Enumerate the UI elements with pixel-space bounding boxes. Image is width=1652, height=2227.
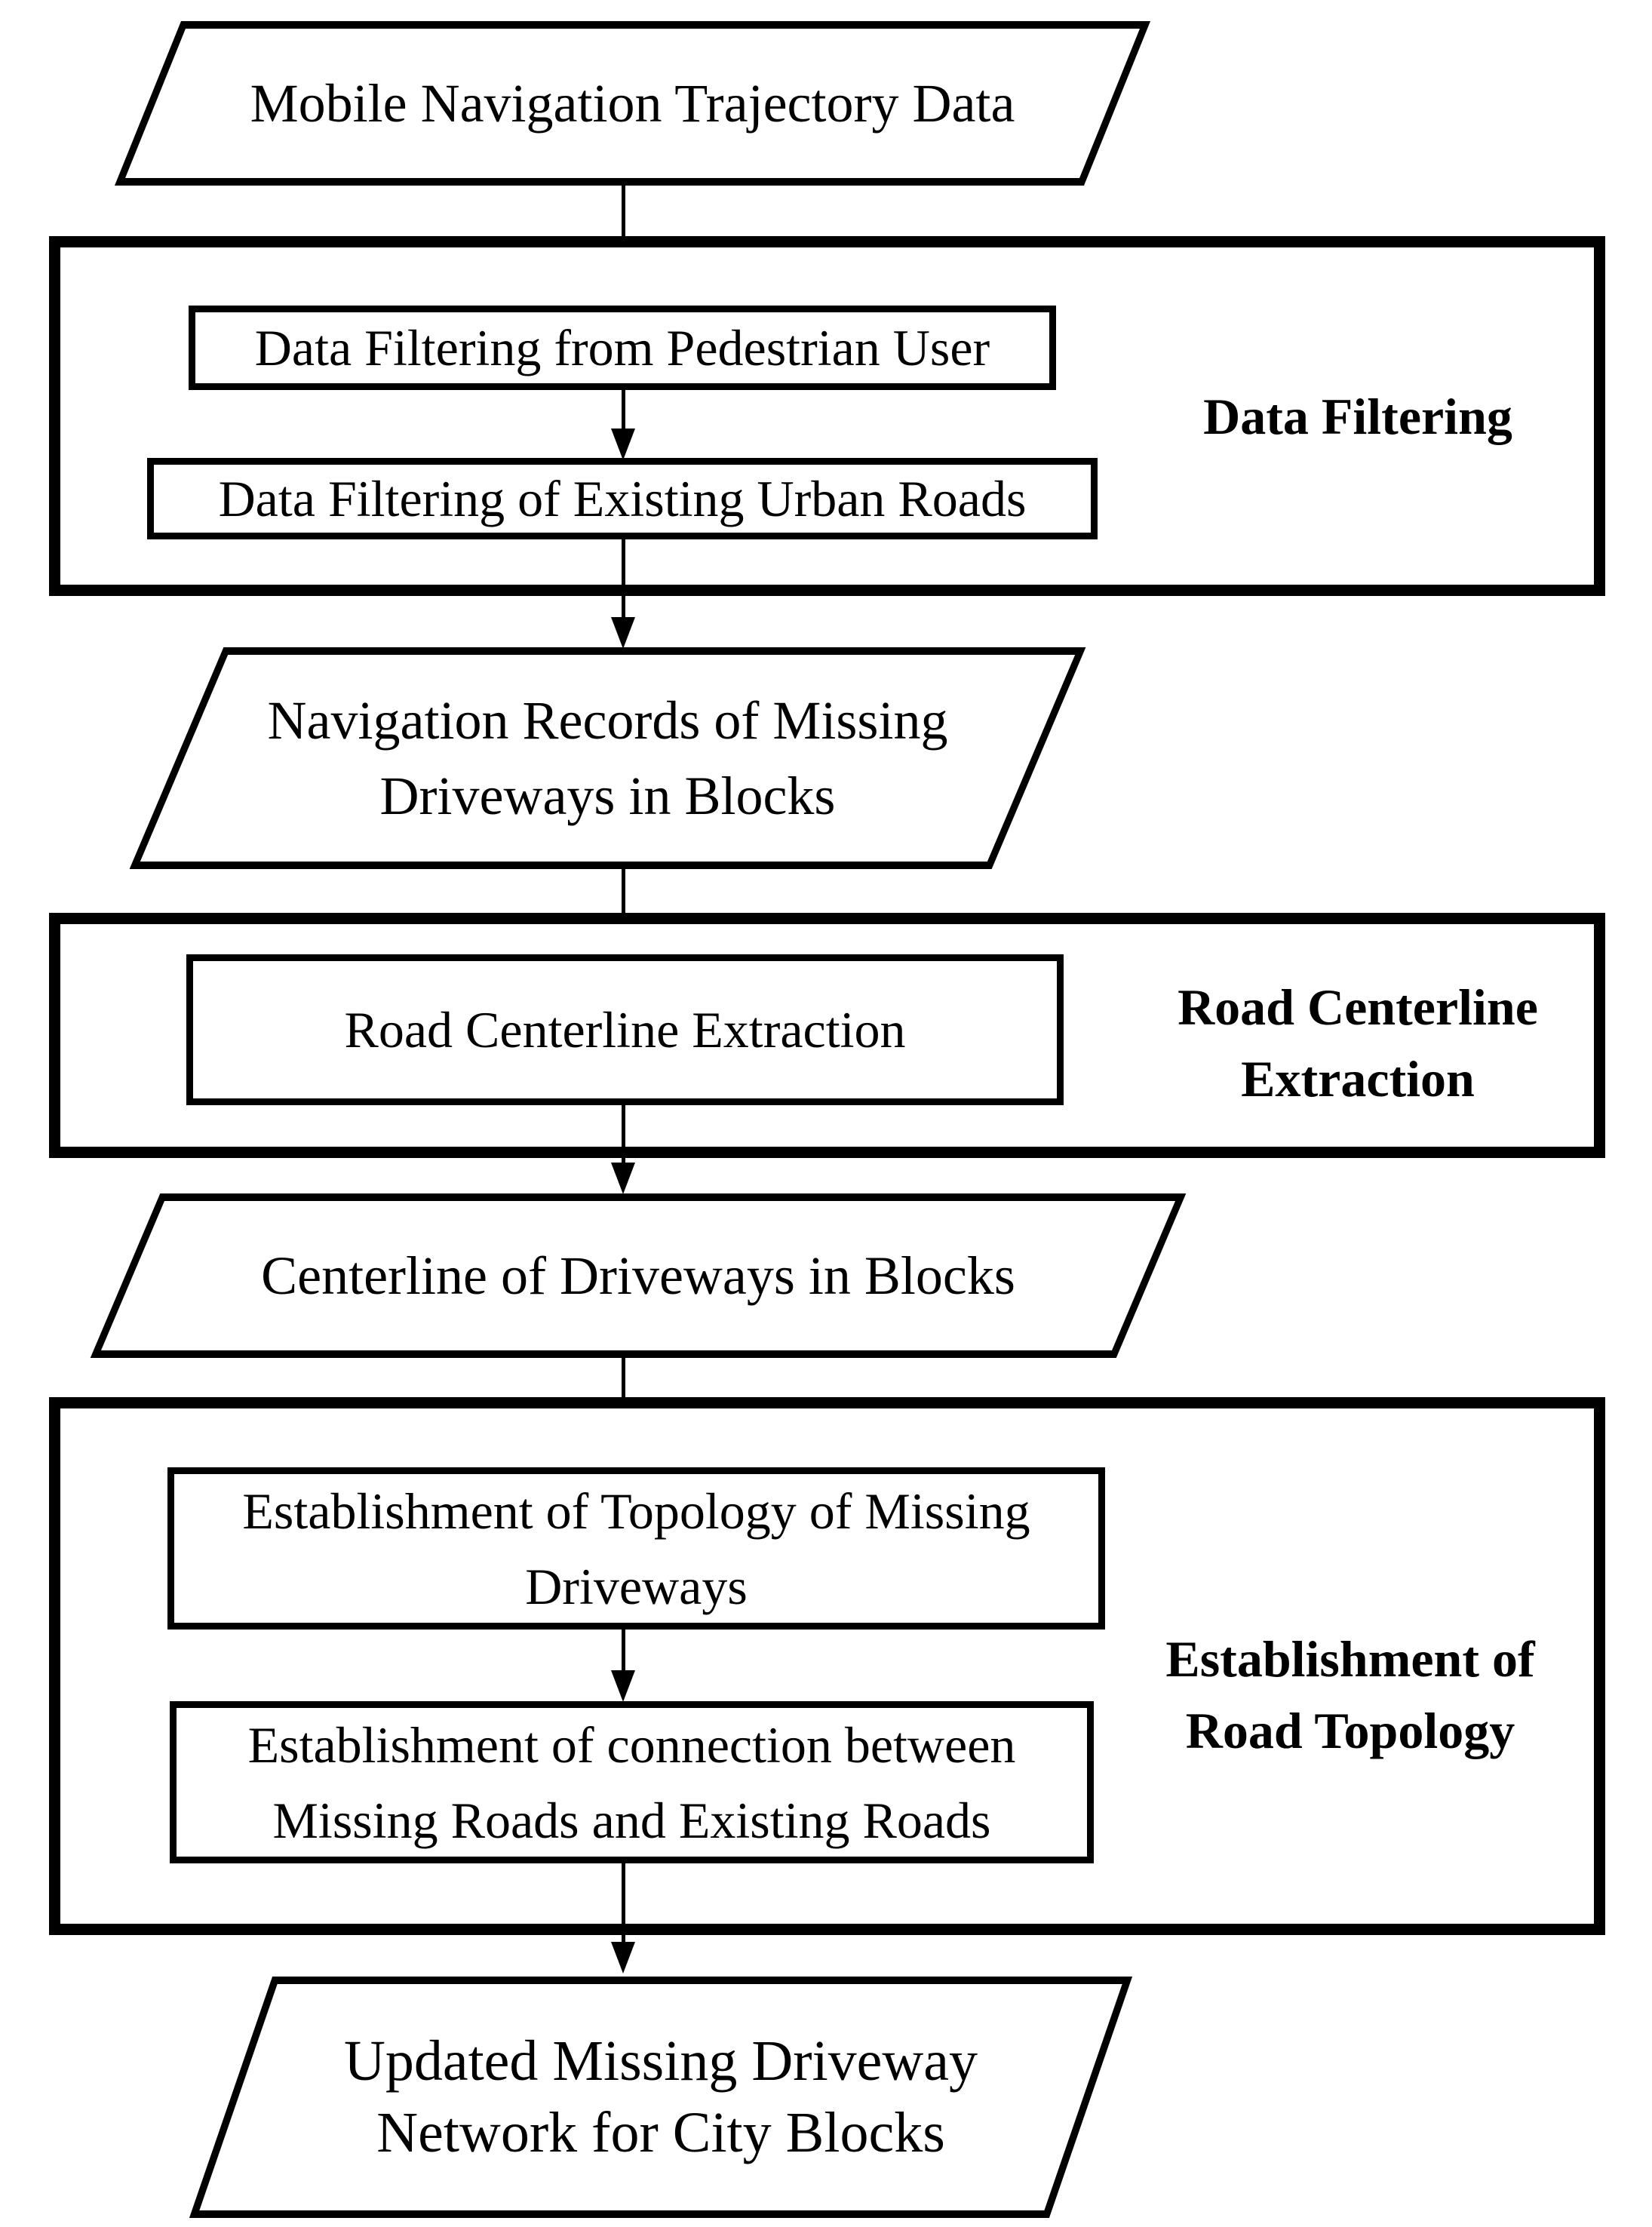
stage-label-road-topology-line1: Establishment of (1165, 1630, 1535, 1688)
arrow-8-line (622, 1863, 625, 1943)
arrow-3-head (611, 617, 635, 649)
stage-label-road-topology: Establishment of Road Topology (1101, 1623, 1599, 1767)
io-centerline-driveways: Centerline of Driveways in Blocks (90, 1193, 1187, 1358)
io-navigation-records-line2: Driveways in Blocks (379, 766, 836, 826)
io-navigation-records: Navigation Records of Missing Driveways … (129, 647, 1086, 869)
step-road-centerline-extraction-text: Road Centerline Extraction (344, 1001, 906, 1058)
io-mobile-trajectory-data-text: Mobile Navigation Trajectory Data (250, 73, 1015, 134)
stage-label-road-centerline: Road Centerline Extraction (1116, 972, 1599, 1115)
io-updated-network-content: Updated Missing Driveway Network for Cit… (238, 1984, 1083, 2210)
arrow-4-line (622, 869, 625, 925)
arrow-8-head (611, 1942, 635, 1974)
io-mobile-trajectory-data-content: Mobile Navigation Trajectory Data (155, 29, 1110, 178)
step-data-filtering-urban-roads: Data Filtering of Existing Urban Roads (147, 458, 1098, 539)
step-road-centerline-extraction: Road Centerline Extraction (186, 954, 1064, 1105)
step-topology-missing-driveways-line2: Driveways (525, 1557, 748, 1615)
arrow-3-line (622, 539, 625, 619)
arrow-2-line (622, 390, 625, 430)
arrow-7-head (611, 1670, 635, 1702)
stage-label-road-centerline-line2: Extraction (1241, 1050, 1475, 1107)
stage-label-data-filtering-text: Data Filtering (1203, 388, 1512, 445)
step-connection-missing-existing-line1: Establishment of connection between (247, 1716, 1016, 1774)
step-data-filtering-pedestrian: Data Filtering from Pedestrian User (189, 306, 1056, 390)
io-navigation-records-content: Navigation Records of Missing Driveways … (184, 655, 1031, 862)
arrow-5-line (622, 1105, 625, 1164)
step-topology-missing-driveways: Establishment of Topology of Missing Dri… (167, 1467, 1105, 1630)
io-updated-network-line1: Updated Missing Driveway (343, 2029, 978, 2093)
arrow-1-line (622, 186, 625, 279)
step-data-filtering-pedestrian-text: Data Filtering from Pedestrian User (254, 319, 990, 376)
stage-label-road-centerline-line1: Road Centerline (1178, 978, 1538, 1036)
io-centerline-driveways-text: Centerline of Driveways in Blocks (261, 1246, 1015, 1306)
step-connection-missing-existing-line2: Missing Roads and Existing Roads (272, 1791, 991, 1849)
stage-label-road-topology-line2: Road Topology (1185, 1702, 1515, 1759)
arrow-5-head (611, 1163, 635, 1194)
io-updated-network: Updated Missing Driveway Network for Cit… (189, 1977, 1133, 2218)
io-mobile-trajectory-data: Mobile Navigation Trajectory Data (114, 21, 1151, 186)
arrow-7-line (622, 1630, 625, 1672)
step-data-filtering-urban-roads-text: Data Filtering of Existing Urban Roads (218, 470, 1027, 527)
io-centerline-driveways-content: Centerline of Driveways in Blocks (133, 1201, 1144, 1350)
step-connection-missing-existing: Establishment of connection between Miss… (170, 1701, 1094, 1863)
io-navigation-records-line1: Navigation Records of Missing (267, 690, 948, 751)
io-updated-network-line2: Network for City Blocks (376, 2101, 945, 2164)
step-topology-missing-driveways-line1: Establishment of Topology of Missing (242, 1482, 1030, 1540)
stage-label-data-filtering: Data Filtering (1116, 381, 1599, 453)
arrow-2-head (611, 429, 635, 460)
